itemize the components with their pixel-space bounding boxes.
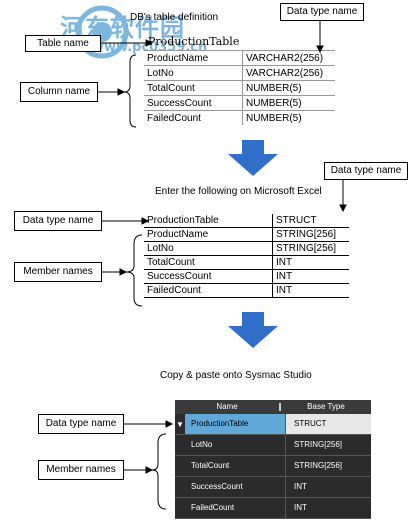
sysmac-header: Name Base Type [175, 400, 371, 414]
column-name-cell: LotNo [144, 241, 273, 256]
column-name-cell: LotNo [144, 65, 243, 81]
column-name-cell: SuccessCount [144, 269, 273, 284]
col-header-type[interactable]: Base Type [307, 402, 345, 411]
data-type-cell: VARCHAR2(256) [242, 65, 335, 81]
sysmac-row[interactable]: TotalCount STRING[256] [175, 456, 371, 477]
sysmac-type-cell[interactable]: INT [285, 477, 371, 497]
arrow-down-icon [228, 312, 278, 348]
data-type-cell: STRING[256] [272, 227, 349, 242]
column-name-cell: FailedCount [144, 110, 243, 125]
data-type-cell: STRUCT [272, 214, 349, 228]
column-name-cell: ProductionTable [144, 214, 273, 228]
data-type-cell: INT [272, 269, 349, 284]
callout-column-name: Column name [20, 82, 98, 102]
data-type-cell: NUMBER(5) [242, 80, 335, 96]
data-type-cell: INT [272, 255, 349, 270]
sysmac-name-cell[interactable]: LotNo [191, 440, 213, 449]
arrow-down-icon [228, 140, 278, 176]
column-name-cell: TotalCount [144, 255, 273, 270]
db-table-name: ProductionTable [148, 35, 240, 48]
column-name-cell: TotalCount [144, 80, 243, 96]
callout-data-type-1: Data type name [280, 3, 364, 21]
callout-data-type-2: Data type name [324, 162, 408, 180]
data-type-cell: VARCHAR2(256) [242, 50, 335, 66]
sysmac-name-cell[interactable]: SuccessCount [191, 482, 243, 491]
callout-data-type-3: Data type name [38, 414, 124, 434]
data-type-cell: INT [272, 283, 349, 298]
sysmac-name-cell[interactable]: TotalCount [191, 461, 230, 470]
callout-table-name: Table name [25, 35, 101, 52]
col-header-name[interactable]: Name [216, 402, 238, 411]
column-name-cell: FailedCount [144, 283, 273, 298]
sysmac-name-cell[interactable]: FailedCount [191, 503, 235, 512]
section3-title: Copy & paste onto Sysmac Studio [160, 370, 312, 381]
sysmac-type-cell[interactable]: STRUCT [285, 414, 371, 434]
section1-title: DB's table definition [130, 12, 219, 23]
sysmac-type-cell[interactable]: STRING[256] [285, 456, 371, 476]
data-type-cell: NUMBER(5) [242, 110, 335, 125]
sysmac-row[interactable]: SuccessCount INT [175, 477, 371, 498]
sysmac-row[interactable]: LotNo STRING[256] [175, 435, 371, 456]
column-name-cell: ProductName [144, 227, 273, 242]
section2-title: Enter the following on Microsoft Excel [155, 186, 322, 197]
data-type-cell: NUMBER(5) [242, 95, 335, 111]
sysmac-row[interactable]: FailedCount INT [175, 498, 371, 519]
callout-data-type-left: Data type name [14, 211, 102, 231]
callout-members-2: Member names [14, 262, 102, 282]
sysmac-type-cell[interactable]: STRING[256] [285, 435, 371, 455]
data-type-cell: STRING[256] [272, 241, 349, 256]
sysmac-type-cell[interactable]: INT [285, 498, 371, 518]
column-name-cell: SuccessCount [144, 95, 243, 111]
column-name-cell: ProductName [144, 50, 243, 66]
expand-triangle-icon[interactable]: ▼ [176, 419, 184, 429]
sysmac-name-cell[interactable]: ProductionTable [185, 414, 285, 434]
callout-members-3: Member names [38, 460, 124, 480]
